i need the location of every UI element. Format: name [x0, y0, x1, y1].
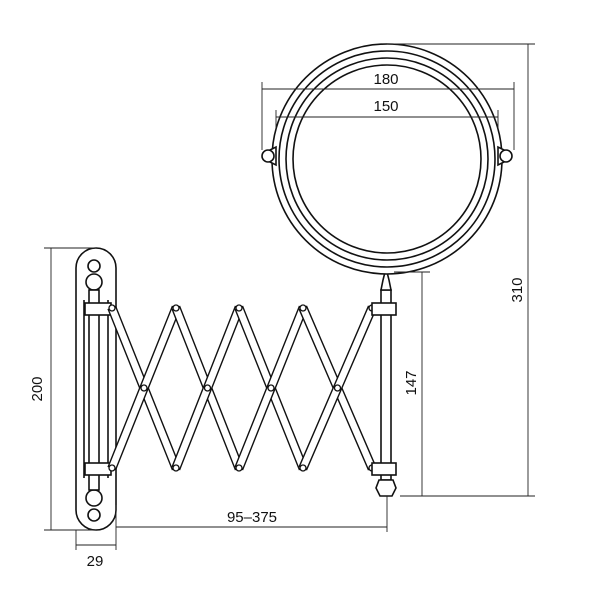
dim-arm-center-label: 147 — [403, 370, 420, 395]
scissor-pivot — [267, 384, 275, 392]
scissor-pivot — [299, 304, 307, 312]
scissor-pivot — [108, 304, 116, 312]
dim-extension-label: 95–375 — [227, 509, 277, 526]
scissor-pivot — [108, 464, 116, 472]
wall-plate — [75, 247, 117, 531]
scissor-pivot — [333, 384, 342, 392]
dimension-lines — [44, 43, 535, 550]
dim-total-height-label: 310 — [509, 277, 526, 302]
dim-mirror-inner-label: 150 — [373, 98, 398, 115]
dim-mirror-outer-label: 180 — [373, 71, 398, 88]
scissor-pivot — [299, 464, 307, 472]
scissor-arm — [107, 304, 377, 472]
mirror-head — [261, 43, 513, 275]
dim-plate-height-label: 200 — [29, 376, 46, 401]
scissor-pivot — [140, 384, 148, 392]
scissor-pivot — [235, 464, 243, 472]
dim-plate-width-label: 29 — [87, 553, 104, 570]
mirror-post — [371, 271, 397, 497]
scissor-pivot — [203, 384, 212, 392]
scissor-pivot — [235, 304, 243, 312]
scissor-pivot — [172, 464, 180, 472]
scissor-pivot — [172, 304, 180, 312]
